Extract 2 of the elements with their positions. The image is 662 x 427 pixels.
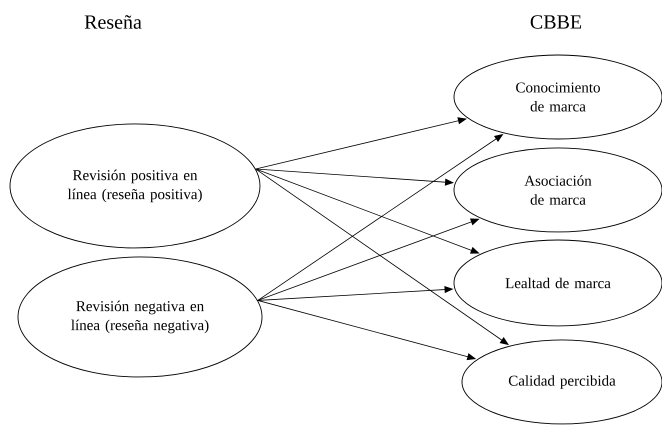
column-heading: Reseña <box>84 15 142 29</box>
column-heading: CBBE <box>530 15 582 29</box>
